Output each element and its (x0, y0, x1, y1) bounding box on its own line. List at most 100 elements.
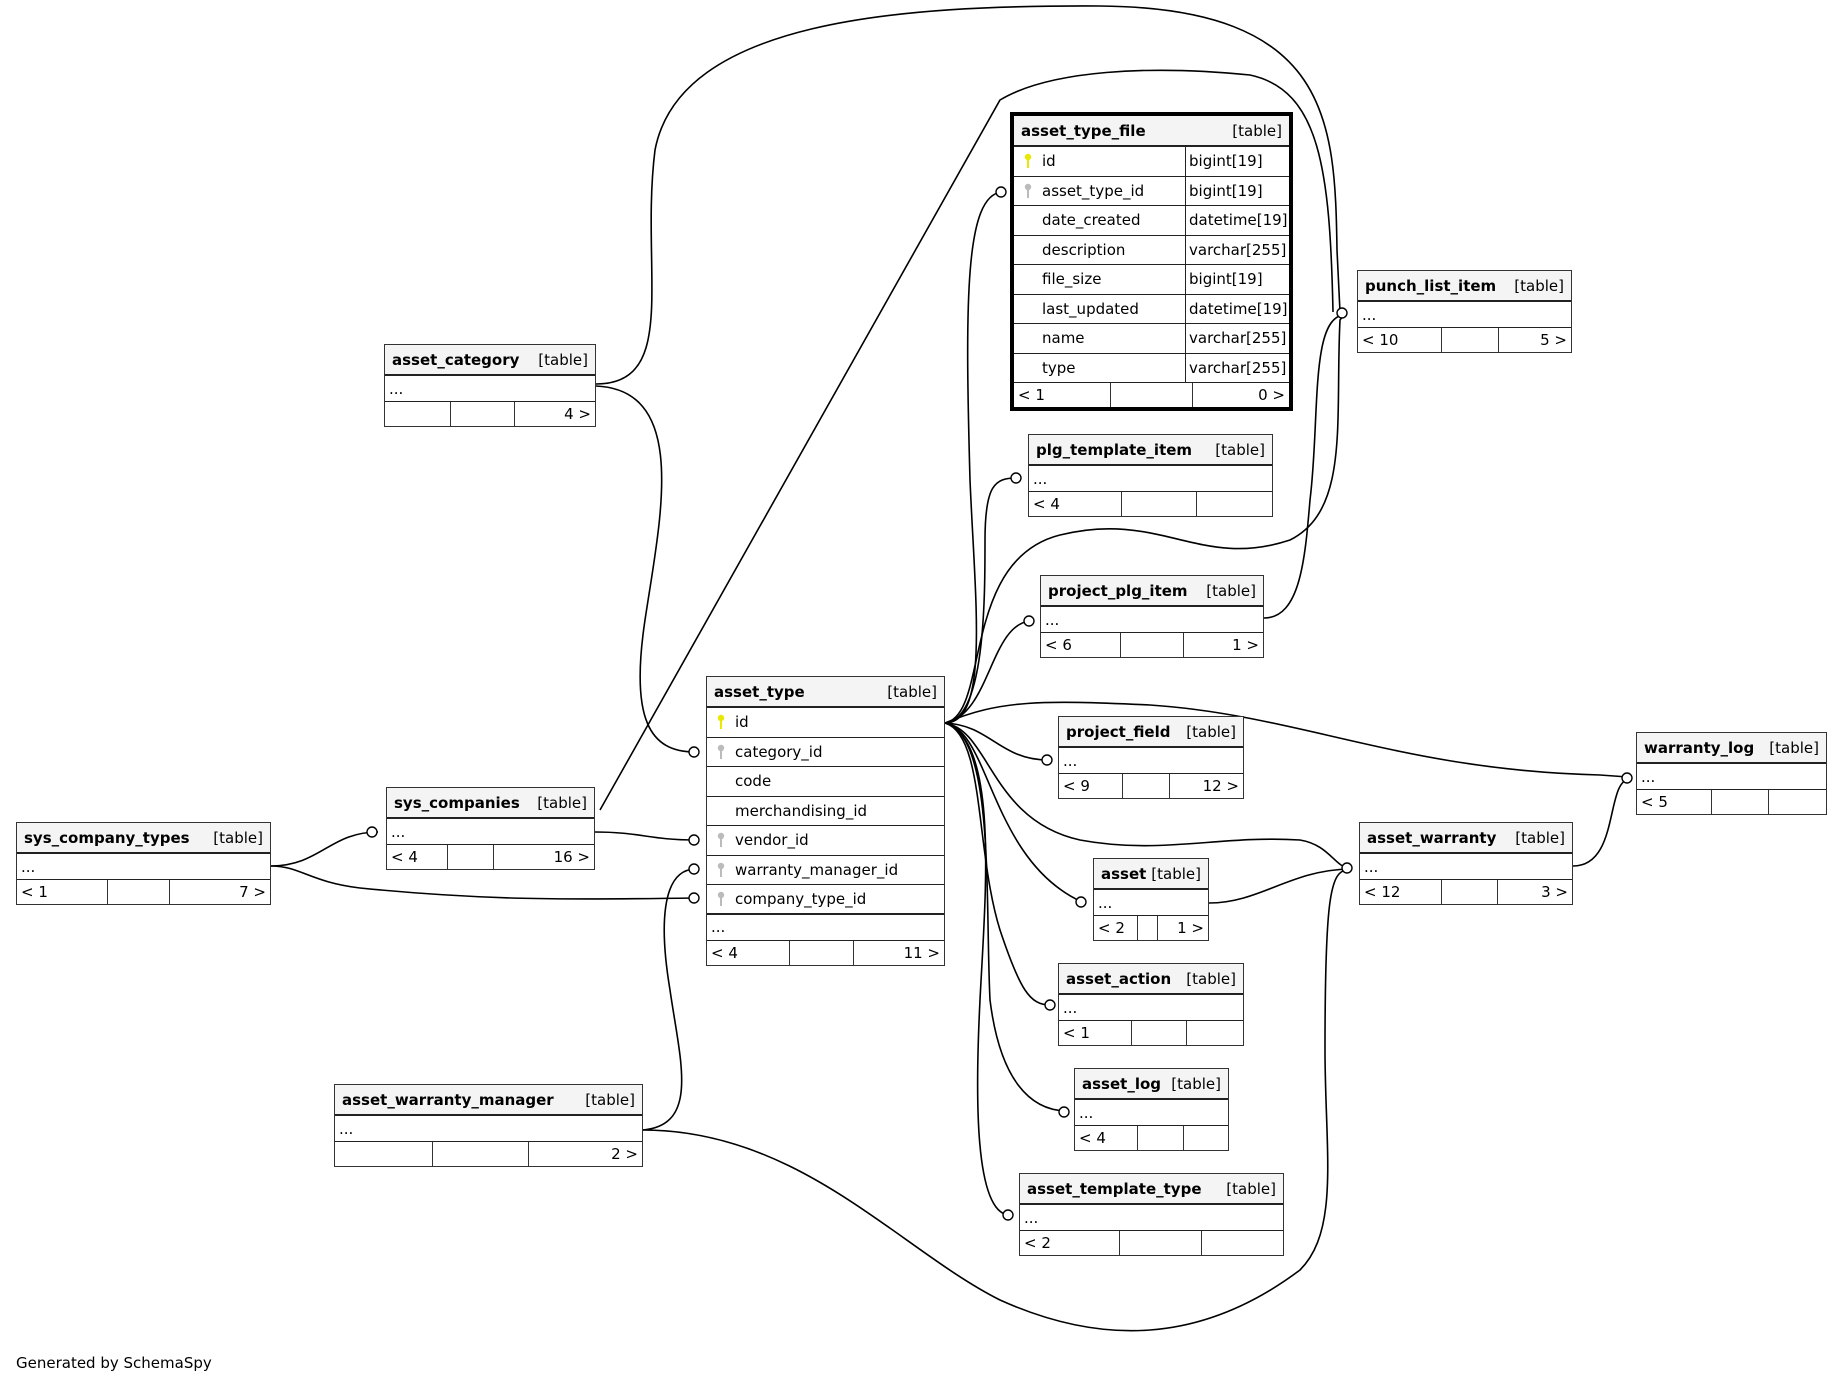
children-count[interactable]: 12 > (1202, 777, 1239, 795)
parents-count[interactable]: < 6 (1041, 633, 1121, 657)
column-name: merchandising_id (735, 801, 868, 820)
column-name: file_size (1042, 270, 1102, 289)
column-row[interactable]: file_size bigint[19] (1014, 265, 1289, 295)
column-name: vendor_id (735, 831, 809, 850)
parents-count[interactable]: < 4 (707, 940, 790, 965)
column-row[interactable]: id (707, 708, 944, 738)
table-footer: < 10 5 > (1358, 328, 1571, 352)
table-header: asset_warranty[table] (1360, 823, 1572, 854)
optional-marker (1621, 772, 1633, 784)
table-asset-category[interactable]: asset_category[table] ... 4 > (384, 344, 596, 427)
parents-count[interactable]: < 1 (1014, 383, 1111, 407)
column-row[interactable]: merchandising_id (707, 797, 944, 826)
column-row[interactable]: category_id (707, 738, 944, 767)
table-asset-log[interactable]: asset_log[table] ... < 4 (1074, 1068, 1229, 1151)
table-footer: < 1 7 > (17, 880, 270, 904)
parents-count[interactable]: < 5 (1637, 790, 1712, 814)
column-row[interactable]: company_type_id (707, 885, 944, 915)
link-asset-category-punch-list-item (595, 5, 1341, 385)
children-count[interactable]: 16 > (553, 848, 590, 866)
table-kind: [table] (213, 828, 263, 847)
link-asset-type-project-plg-item (944, 620, 1031, 724)
parents-count[interactable]: < 4 (1029, 492, 1122, 516)
optional-marker (1010, 472, 1022, 484)
link-sys-companies-asset-type (594, 831, 696, 841)
table-asset-warranty-manager[interactable]: asset_warranty_manager[table] ... 2 > (334, 1084, 643, 1167)
optional-marker (1002, 1209, 1014, 1221)
children-count[interactable]: 11 > (903, 943, 940, 962)
table-name: asset_log (1082, 1074, 1162, 1093)
link-project-plg-item-punch-list-item (1263, 314, 1344, 619)
parents-count[interactable]: < 9 (1059, 774, 1123, 798)
column-type: bigint[19] (1185, 265, 1289, 294)
parents-count[interactable]: < 10 (1358, 328, 1442, 352)
table-name: asset_action (1066, 969, 1172, 988)
parents-count[interactable]: < 2 (1094, 916, 1138, 940)
children-count[interactable]: 1 > (1232, 636, 1259, 654)
children-count[interactable] (1197, 492, 1272, 516)
children-count[interactable] (1184, 1126, 1228, 1150)
parents-count[interactable]: < 4 (387, 845, 448, 869)
children-count[interactable]: 7 > (239, 883, 266, 901)
children-count[interactable]: 2 > (611, 1145, 638, 1163)
foreign-key-icon (1020, 183, 1036, 199)
column-row[interactable]: warranty_manager_id (707, 856, 944, 885)
table-name: project_plg_item (1048, 581, 1188, 600)
link-asset-asset-warranty (1208, 868, 1351, 904)
table-asset-type[interactable]: asset_type [table] id category_id code m… (706, 676, 945, 966)
table-name: punch_list_item (1365, 276, 1497, 295)
table-footer: < 2 1 > (1094, 916, 1208, 940)
more-columns: ... (1029, 466, 1272, 492)
column-row[interactable]: vendor_id (707, 826, 944, 856)
optional-marker (688, 863, 700, 875)
table-kind: [table] (1215, 440, 1265, 459)
table-kind: [table] (1151, 864, 1201, 883)
column-name: date_created (1042, 211, 1141, 230)
children-count[interactable]: 3 > (1541, 883, 1568, 901)
parents-count[interactable]: < 2 (1020, 1231, 1120, 1255)
parents-count[interactable]: < 12 (1360, 880, 1442, 904)
parents-count[interactable]: < 1 (1059, 1021, 1132, 1045)
link-asset-type-plg-template-item (944, 477, 1017, 724)
link-asset-type-punch-list-item-top (599, 69, 1334, 811)
parents-count[interactable]: < 1 (17, 880, 108, 904)
parents-count[interactable] (385, 402, 451, 426)
parents-count[interactable]: < 4 (1075, 1126, 1138, 1150)
table-plg-template-item[interactable]: plg_template_item[table] ... < 4 (1028, 434, 1273, 517)
parents-count[interactable] (335, 1142, 433, 1166)
children-count[interactable] (1769, 790, 1826, 814)
table-asset-template-type[interactable]: asset_template_type[table] ... < 2 (1019, 1173, 1284, 1256)
table-warranty-log[interactable]: warranty_log[table] ... < 5 (1636, 732, 1827, 815)
children-count[interactable]: 5 > (1540, 331, 1567, 349)
link-sys-company-types-asset-type (270, 865, 696, 900)
optional-marker (1336, 307, 1348, 319)
column-name: asset_type_id (1042, 181, 1145, 200)
column-row[interactable]: code (707, 767, 944, 797)
children-count[interactable]: 4 > (564, 405, 591, 423)
children-count[interactable] (1202, 1231, 1283, 1255)
table-kind: [table] (538, 350, 588, 369)
children-count[interactable]: 0 > (1258, 386, 1285, 404)
table-kind: [table] (1171, 1074, 1221, 1093)
children-count[interactable]: 1 > (1177, 919, 1204, 937)
table-asset-action[interactable]: asset_action[table] ... < 1 (1058, 963, 1244, 1046)
table-footer: 4 > (385, 402, 595, 426)
children-count[interactable] (1187, 1021, 1243, 1045)
link-asset-type-asset-log (944, 722, 1067, 1112)
